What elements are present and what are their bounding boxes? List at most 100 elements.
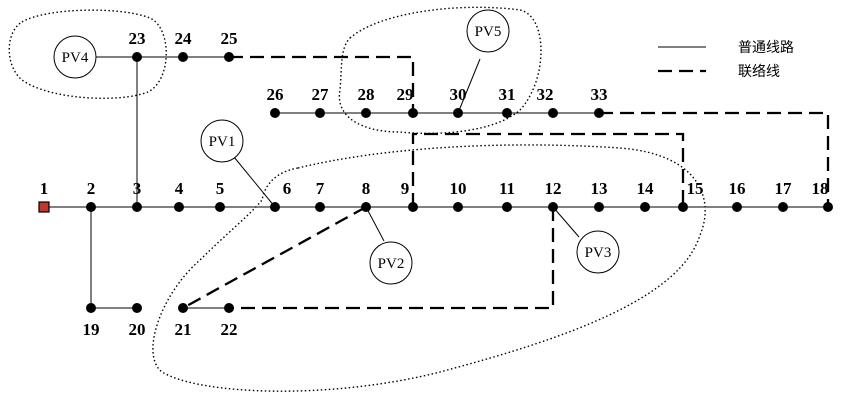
bus-dot [315, 108, 325, 118]
bus-label: 23 [129, 29, 146, 48]
bus-label: 4 [175, 179, 184, 198]
bus-dot [453, 202, 463, 212]
bus-label: 24 [175, 29, 193, 48]
bus-node-18: 18 [812, 179, 833, 212]
bus-label: 16 [729, 179, 746, 198]
pv-circle [466, 9, 510, 53]
bus-node-21: 21 [175, 303, 192, 339]
bus-label: 28 [358, 85, 375, 104]
legend-tie-line-label: 联络线 [738, 64, 780, 80]
bus-node-28: 28 [358, 85, 375, 118]
bus-label: 33 [591, 85, 608, 104]
bus-node-23: 23 [129, 29, 146, 62]
region-pv1-pv2-pv3 [152, 144, 706, 392]
bus-dot [823, 202, 833, 212]
bus-dot [502, 202, 512, 212]
bus-dot [361, 108, 371, 118]
pv-circle [369, 241, 413, 285]
bus-node-9: 9 [401, 179, 418, 212]
bus-label: 19 [83, 320, 100, 339]
bus-dot [224, 52, 234, 62]
line-pv5 [457, 58, 481, 114]
bus-node-11: 11 [499, 179, 515, 212]
line-pv3 [552, 206, 580, 238]
bus-node-31: 31 [499, 85, 516, 118]
pv-circle [576, 230, 620, 274]
bus-node-10: 10 [450, 179, 467, 212]
bus-node-5: 5 [215, 179, 225, 212]
bus-dot [594, 202, 604, 212]
bus-dot [408, 108, 418, 118]
bus-node-27: 27 [312, 85, 329, 118]
tie-line-9-15 [411, 132, 685, 207]
bus-node-4: 4 [174, 179, 184, 212]
bus-dot [215, 202, 225, 212]
bus-dot [408, 202, 418, 212]
pv-circle [200, 119, 244, 163]
bus-label: 3 [133, 179, 142, 198]
bus-dot [270, 108, 280, 118]
bus-node-15: 15 [678, 179, 704, 212]
pv-label: PV4 [62, 50, 89, 66]
bus-dot [361, 202, 371, 212]
bus-label: 5 [216, 179, 225, 198]
bus-node-19: 19 [83, 303, 100, 339]
bus-node-22: 22 [221, 303, 238, 339]
bus-label: 9 [401, 179, 410, 198]
bus-dot [86, 202, 96, 212]
tie-line-25-29 [229, 55, 415, 113]
bus-label: 10 [450, 179, 467, 198]
bus-label: 15 [687, 179, 704, 198]
tie-line-12-22 [229, 207, 555, 310]
bus-node-1: 1 [38, 179, 50, 213]
bus-node-17: 17 [775, 179, 793, 212]
bus-node-14: 14 [637, 179, 654, 212]
legend: 普通线路 联络线 [658, 40, 794, 80]
line-pv1 [233, 156, 276, 208]
bus-label: 6 [283, 179, 292, 198]
bus-label: 17 [775, 179, 793, 198]
bus-node-32: 32 [537, 85, 558, 118]
bus-node-30: 30 [450, 85, 467, 118]
bus-dot [548, 202, 558, 212]
bus-dot [548, 108, 558, 118]
bus-label: 21 [175, 320, 192, 339]
bus-dot [678, 202, 688, 212]
pv-unit-pv4: PV4 [53, 35, 97, 79]
bus-node-13: 13 [591, 179, 608, 212]
bus-label: 1 [40, 179, 49, 198]
bus-node-26: 26 [267, 85, 284, 118]
source-bus-marker [38, 201, 50, 213]
bus-label: 13 [591, 179, 608, 198]
bus-label: 2 [87, 179, 96, 198]
normal-lines [44, 56, 828, 309]
bus-node-3: 3 [132, 179, 142, 212]
bus-label: 20 [129, 320, 146, 339]
bus-label: 26 [267, 85, 284, 104]
bus-dot [778, 202, 788, 212]
bus-dot [502, 108, 512, 118]
line-pv2 [365, 206, 385, 242]
pv-label: PV5 [475, 24, 502, 40]
tie-line-33-18 [599, 111, 830, 207]
bus-label: 29 [397, 85, 414, 104]
bus-node-12: 12 [545, 179, 562, 212]
bus-node-33: 33 [591, 85, 608, 118]
pv-unit-pv2: PV2 [369, 241, 413, 285]
tie-lines [182, 55, 830, 310]
bus-node-20: 20 [129, 303, 146, 339]
bus-dot [640, 202, 650, 212]
bus-label: 25 [221, 29, 238, 48]
bus-dot [132, 303, 142, 313]
pv-label: PV2 [378, 256, 405, 272]
bus-label: 30 [450, 85, 467, 104]
bus-node-2: 2 [86, 179, 96, 212]
bus-dot [315, 202, 325, 212]
pv-circle [53, 35, 97, 79]
bus-node-8: 8 [361, 179, 371, 212]
legend-normal-line-label: 普通线路 [738, 40, 794, 56]
bus-node-16: 16 [729, 179, 746, 212]
